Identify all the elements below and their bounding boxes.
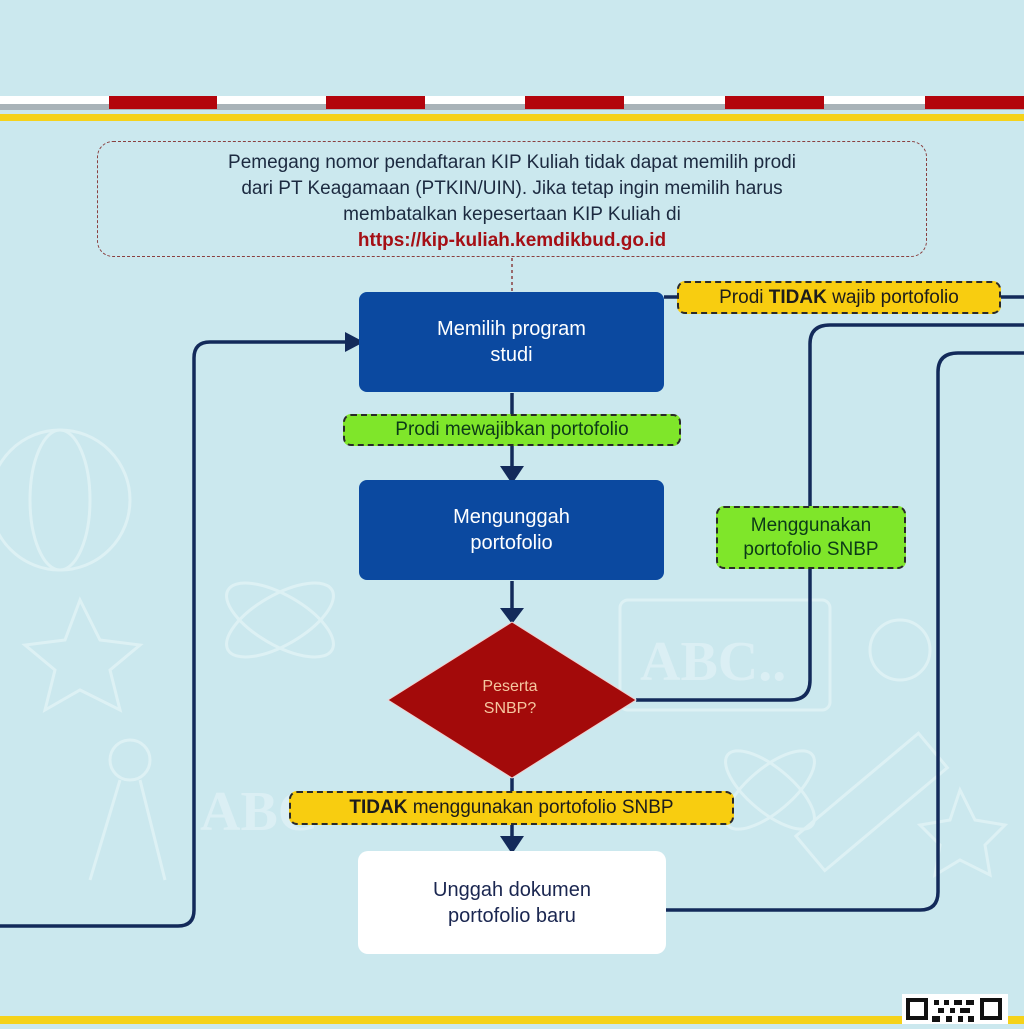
tag-text: Prodi mewajibkan portofolio	[395, 419, 629, 440]
svg-text:ABC..: ABC..	[640, 631, 786, 693]
arrowhead-icon	[500, 608, 524, 624]
step-upload-new-portfolio: Unggah dokumen portofolio baru	[358, 851, 666, 954]
decision-label: Peserta SNBP?	[430, 676, 590, 720]
top-stripe-white	[0, 96, 1024, 104]
top-stripe-red-dash	[525, 96, 624, 109]
ruler-doodle-icon	[793, 731, 950, 873]
top-stripe-red-dash	[725, 96, 824, 109]
decision-label-line: Peserta	[482, 678, 538, 695]
step-label: studi	[490, 344, 533, 366]
step-label: Memilih program	[437, 318, 586, 340]
kip-kuliah-note: Pemegang nomor pendaftaran KIP Kuliah ti…	[97, 141, 927, 257]
loop-back-connector	[0, 340, 350, 928]
tag-text: menggunakan portofolio SNBP	[407, 797, 674, 818]
step-label: portofolio baru	[448, 904, 576, 927]
scissors-doodle-icon	[108, 738, 152, 782]
top-stripe-yellow	[0, 114, 1024, 121]
step-label: portofolio	[470, 532, 553, 554]
bottom-stripe-yellow	[0, 1016, 1024, 1024]
tag-required: Prodi mewajibkan portofolio	[343, 414, 681, 446]
star-doodle-icon	[21, 596, 144, 714]
step-label: Unggah dokumen	[433, 878, 591, 901]
tag-not-use-snbp: TIDAK menggunakan portofolio SNBP	[289, 791, 734, 825]
top-stripe-red-dash	[925, 96, 1024, 109]
step-upload-portfolio: Mengunggah portofolio	[359, 480, 664, 580]
tag-not-required: Prodi TIDAK wajib portofolio	[677, 281, 1001, 314]
top-stripe-red-dash	[109, 96, 217, 109]
step-label: Mengunggah	[453, 506, 570, 528]
arrowhead-icon	[345, 332, 364, 352]
top-stripe-gray	[0, 104, 1024, 110]
kip-kuliah-link[interactable]: https://kip-kuliah.kemdikbud.go.id	[357, 230, 667, 251]
arrowhead-icon	[500, 466, 524, 484]
decision-diamond	[387, 621, 637, 779]
abc-board-doodle	[618, 598, 832, 712]
note-line-2: dari PT Keagamaan (PTKIN/UIN). Jika teta…	[241, 178, 783, 199]
tag-text: portofolio SNBP	[743, 538, 879, 560]
tag-bold-text: TIDAK	[768, 286, 827, 308]
step-choose-program: Memilih program studi	[359, 292, 664, 392]
atom-doodle-icon	[225, 581, 335, 659]
note-line-3: membatalkan kepesertaan KIP Kuliah di	[343, 204, 681, 225]
top-stripe-red-dash	[326, 96, 425, 109]
tag-text: Prodi	[719, 286, 769, 308]
qr-code-icon	[902, 994, 1008, 1024]
tag-bold-text: TIDAK	[349, 797, 408, 818]
decision-label-line: SNBP?	[483, 700, 537, 717]
tag-text: wajib portofolio	[826, 286, 959, 308]
arrowhead-icon	[500, 836, 524, 854]
connector-upload-new-out	[666, 351, 1024, 912]
note-line-1: Pemegang nomor pendaftaran KIP Kuliah ti…	[228, 152, 796, 173]
tag-text: Menggunakan	[750, 514, 872, 536]
